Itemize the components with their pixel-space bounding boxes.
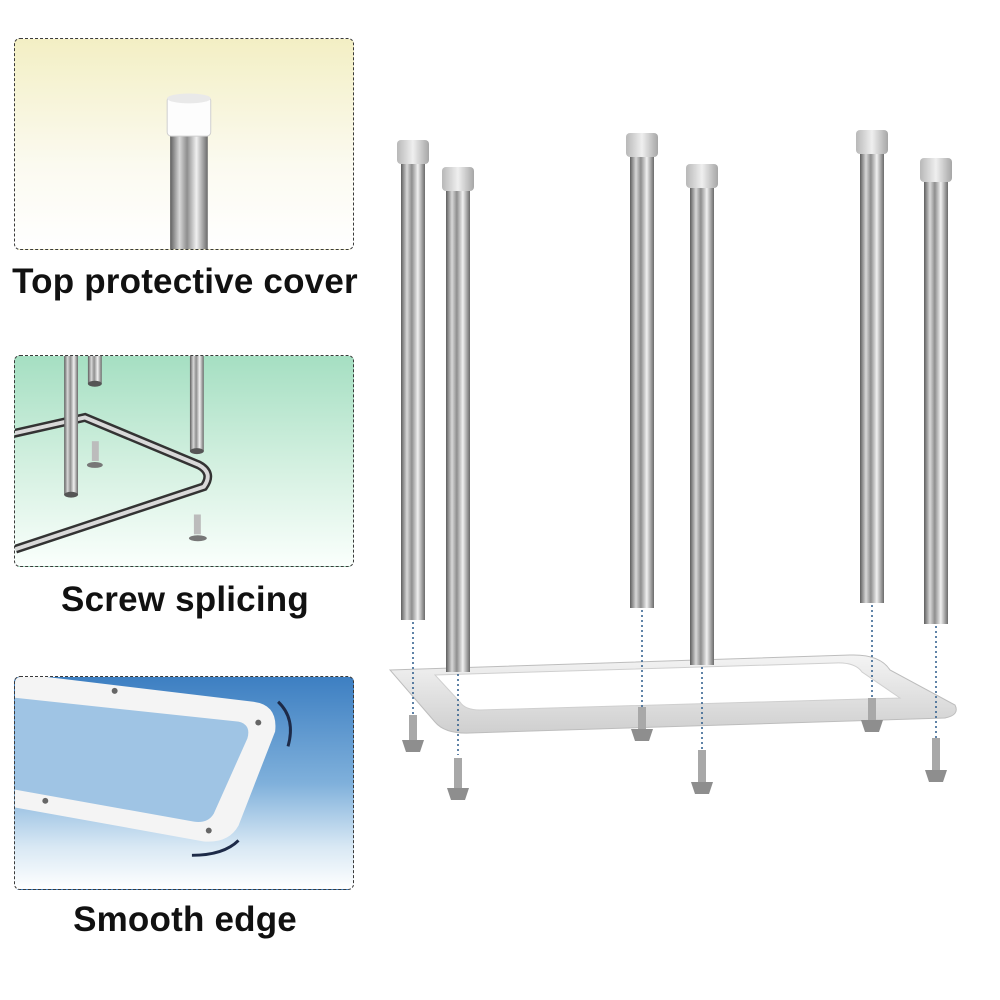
rod-rack-product <box>388 130 957 800</box>
screw-2 <box>447 758 469 800</box>
rod-2 <box>442 167 474 672</box>
smooth-edge-panel <box>14 676 354 890</box>
rod-4 <box>686 164 718 665</box>
rod-6 <box>920 158 952 624</box>
screws <box>402 698 947 800</box>
feature-caption-screw: Screw splicing <box>61 580 309 619</box>
feature-caption-edge: Smooth edge <box>73 900 297 939</box>
screw-6 <box>925 738 947 782</box>
screw-1 <box>402 715 424 752</box>
feature-caption-cover: Top protective cover <box>12 262 358 301</box>
rod-3 <box>626 133 658 608</box>
screw-4 <box>691 750 713 794</box>
base-frame <box>388 654 957 734</box>
screw-assembly-closeup-icon <box>15 356 213 554</box>
rod-1 <box>397 140 429 620</box>
protective-cover-panel <box>14 38 354 250</box>
rod-5 <box>856 130 888 603</box>
screw-splicing-panel <box>14 355 354 567</box>
frame-edge-closeup-icon <box>15 677 292 857</box>
protective-cap-closeup-icon <box>166 93 212 249</box>
assembly-guides <box>412 605 937 755</box>
screw-3 <box>631 707 653 741</box>
screw-5 <box>861 698 883 732</box>
